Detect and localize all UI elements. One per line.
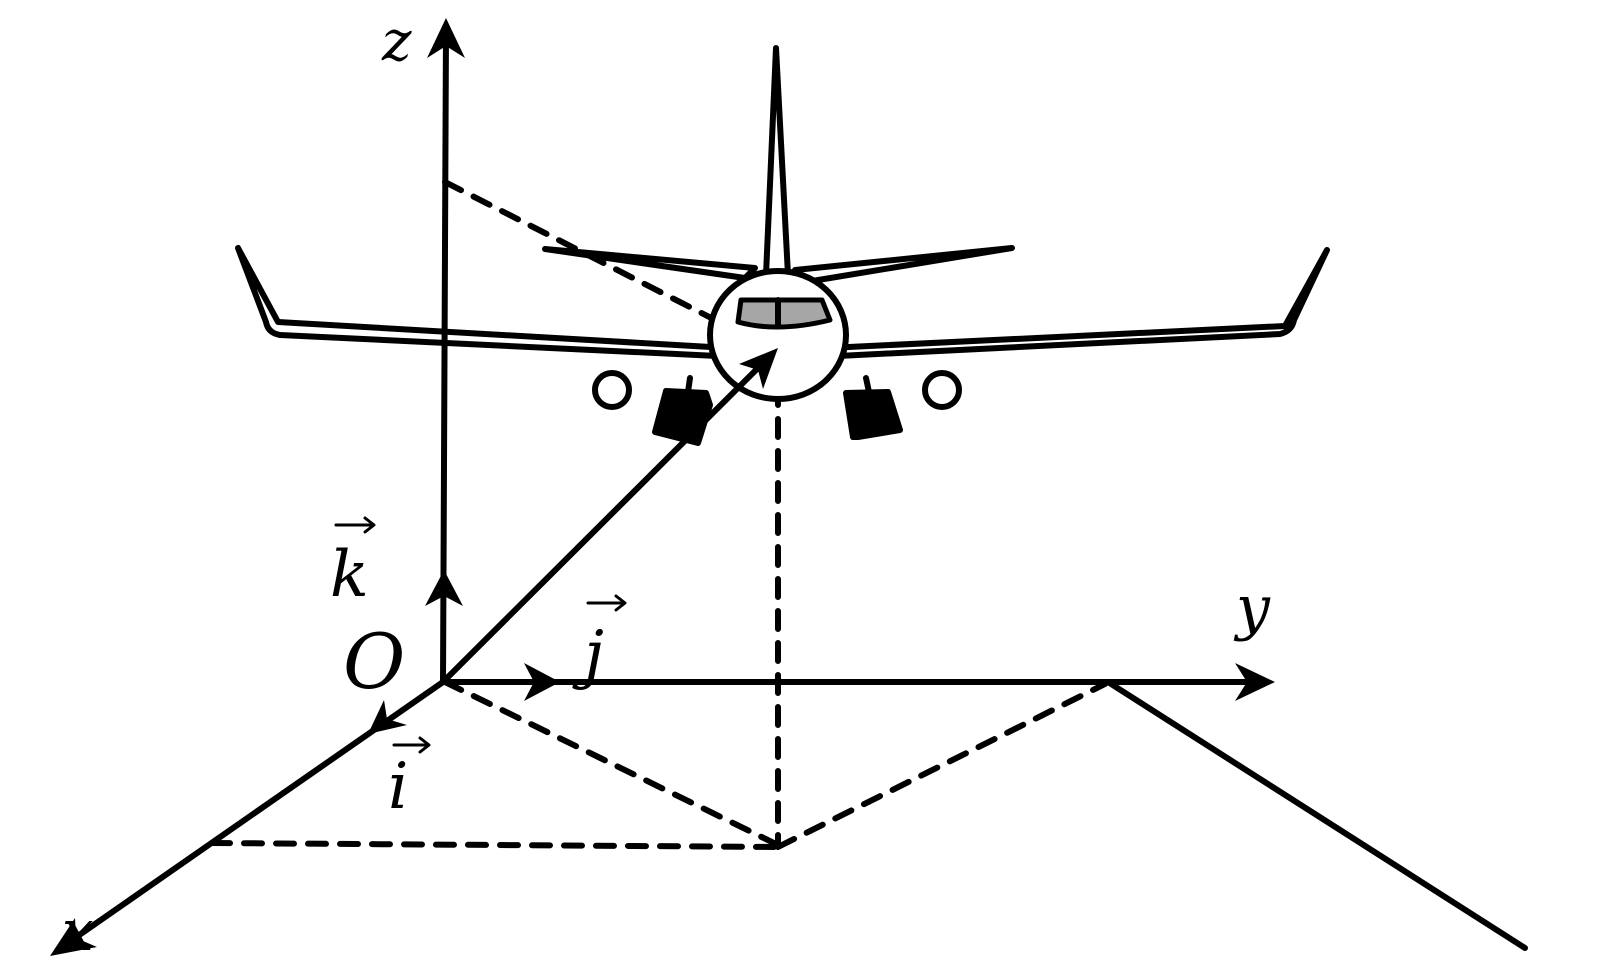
unit-k-label: k <box>330 538 369 612</box>
right-wheel <box>922 370 962 410</box>
unit-j-vector-arrow <box>586 594 627 612</box>
left-wing <box>235 245 741 360</box>
z-axis-label: z <box>381 9 412 74</box>
y-axis-label: y <box>1233 573 1271 643</box>
left-wheel <box>592 370 632 410</box>
tail-fin <box>763 45 791 278</box>
cockpit-window <box>735 297 833 330</box>
dash-foot-to-x <box>209 840 781 850</box>
ground-line <box>1105 679 1528 951</box>
left-pylon <box>685 375 693 395</box>
fuselage <box>707 268 849 402</box>
right-stabilizer <box>792 245 1015 286</box>
unit-vectors <box>368 570 560 734</box>
position-vector-arrowhead <box>739 348 778 389</box>
origin-label: O <box>343 617 405 706</box>
unit-i-arrowhead <box>368 700 407 734</box>
airplane <box>235 45 1330 446</box>
unit-i-label: i <box>388 750 408 824</box>
unit-j-arrowhead <box>524 663 560 701</box>
left-stabilizer <box>542 246 758 281</box>
unit-k-vector-arrow <box>334 516 376 534</box>
dash-origin-to-foot <box>442 679 781 848</box>
dash-foot-to-y <box>775 681 1108 850</box>
left-engine <box>652 388 713 446</box>
right-wing <box>815 247 1330 360</box>
right-pylon <box>863 375 872 395</box>
unit-i-vector-arrow <box>392 736 431 754</box>
right-engine <box>843 389 903 440</box>
axes <box>50 18 1528 956</box>
y-axis-arrowhead <box>1235 663 1275 701</box>
x-axis-arrowhead <box>50 918 97 956</box>
labels: z y x O k j i <box>62 9 1271 964</box>
position-vector-line <box>440 353 773 685</box>
z-axis-arrowhead <box>427 18 465 58</box>
unit-k-arrowhead <box>425 570 463 606</box>
x-axis-label: x <box>62 899 94 964</box>
